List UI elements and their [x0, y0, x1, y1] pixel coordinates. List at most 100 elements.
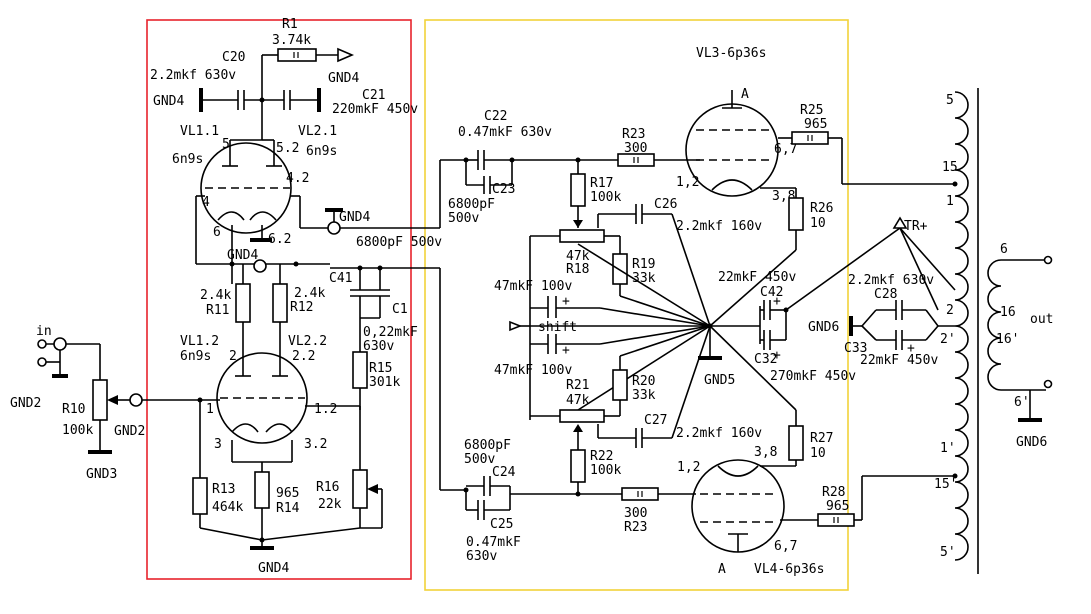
c25-name: C25 [490, 517, 513, 532]
pin-2-2: 2.2 [292, 349, 315, 364]
gnd4-mid-left: GND4 [227, 248, 258, 263]
tube-vl1-vl2-lower [216, 352, 308, 444]
vl2-2-label: VL2.2 [288, 334, 327, 349]
c33-value: 22mkF 450v [860, 353, 938, 368]
r13-name: R13 [212, 482, 235, 497]
r13-value: 464k [212, 500, 243, 515]
r25-name: R25 [800, 103, 823, 118]
vl3-anode: A [741, 87, 749, 102]
r25-value: 965 [804, 117, 827, 132]
gnd6-left: GND6 [808, 320, 839, 335]
pin-1-2: 1.2 [314, 402, 337, 417]
r11-name: R11 [206, 303, 229, 318]
c27-value: 2.2mkf 160v [676, 426, 762, 441]
vl4-anode: A [718, 562, 726, 577]
r21-value: 47k [566, 393, 590, 408]
vl1-1-label: VL1.1 [180, 124, 219, 139]
pin-5: 5 [222, 137, 230, 152]
c21-name: C21 [362, 88, 385, 103]
c23-value-a: 6800pF [448, 197, 495, 212]
c-upper-plus: + [562, 294, 570, 309]
c26-name: C26 [654, 197, 677, 212]
r28-name: R28 [822, 485, 845, 500]
r14-value: 965 [276, 486, 299, 501]
c32-plus: + [773, 348, 781, 363]
r15-name: R15 [369, 361, 392, 376]
tr-sec-16p: 16' [996, 332, 1019, 347]
r22-name: R22 [590, 449, 613, 464]
r1-value: 3.74k [272, 33, 311, 48]
resistor-r1 [262, 47, 355, 63]
c26-value: 2.2mkf 160v [676, 219, 762, 234]
r1-name: R1 [282, 17, 298, 32]
r27-name: R27 [810, 431, 833, 446]
tube-6n9s-b: 6n9s [306, 144, 337, 159]
gnd2-left: GND2 [10, 396, 41, 411]
vl4-pin-12: 1,2 [677, 460, 700, 475]
tr-tap-15: 15 [942, 160, 958, 175]
supply-arrow-icon [337, 47, 355, 63]
c-lower-value: 47mkF 100v [494, 363, 572, 378]
pin-6-2: 6.2 [268, 232, 291, 247]
vl3-pin-12: 1,2 [676, 175, 699, 190]
gnd4-top-right: GND4 [328, 71, 359, 86]
r12-name: R12 [290, 300, 313, 315]
r19-value: 33k [632, 271, 656, 286]
gnd2-right: GND2 [114, 424, 145, 439]
r18-name: R18 [566, 262, 589, 277]
r21-name: R21 [566, 378, 589, 393]
c1-value-a: 0,22mkF [363, 325, 418, 340]
r17-value: 100k [590, 190, 621, 205]
tube-vl1-vl2-upper [200, 139, 292, 234]
r16-name: R16 [316, 480, 339, 495]
vl4-label: VL4-6p36s [754, 562, 824, 577]
c42-name: C42 [760, 285, 783, 300]
c-upper-value: 47mkF 100v [494, 279, 572, 294]
r10-name: R10 [62, 402, 85, 417]
r16-value: 22k [318, 497, 342, 512]
pin-2: 2 [229, 349, 237, 364]
r10-value: 100k [62, 423, 93, 438]
tr-tap-1p: 1' [940, 441, 956, 456]
c20-name: C20 [222, 50, 245, 65]
pin-3: 3 [214, 437, 222, 452]
tr-sec-6p: 6' [1014, 395, 1030, 410]
gnd3: GND3 [86, 467, 117, 482]
vl3-label: VL3-6p36s [696, 46, 766, 61]
pin-4: 4 [202, 195, 210, 210]
tr-tap-2p: 2' [940, 332, 956, 347]
c28-name: C28 [874, 287, 897, 302]
tube-vl4 [691, 459, 785, 553]
c23-value-b: 500v [448, 211, 479, 226]
r20-name: R20 [632, 374, 655, 389]
r26-value: 10 [810, 216, 826, 231]
pin-3-2: 3.2 [304, 437, 327, 452]
c20-value: 2.2mkf 630v [150, 68, 236, 83]
tr-tap-15p: 15' [934, 477, 957, 492]
r18-value: 47k [566, 249, 590, 264]
c24-value-b: 500v [464, 452, 495, 467]
r26-name: R26 [810, 201, 833, 216]
c32-value: 270mkF 450v [770, 369, 856, 384]
tube-6n9s-a: 6n9s [172, 152, 203, 167]
pin-4-2: 4.2 [286, 171, 309, 186]
tr-tap-5p: 5' [940, 545, 956, 560]
gnd6-right: GND6 [1016, 435, 1047, 450]
r27-value: 10 [810, 446, 826, 461]
tr-tap-2: 2 [946, 303, 954, 318]
c32-name: C32 [754, 352, 777, 367]
r14-name: R14 [276, 501, 300, 516]
vl1-2-label: VL1.2 [180, 334, 219, 349]
tr-out-label: out [1030, 312, 1053, 327]
r17-name: R17 [590, 176, 613, 191]
tr-plus: TR+ [904, 219, 928, 234]
r23-bottom-value: 300 [624, 506, 647, 521]
c25-value-a: 0.47mkF [466, 535, 521, 550]
c21-value: 220mkF 450v [332, 102, 418, 117]
pin-1: 1 [206, 402, 214, 417]
c23-name: C23 [492, 182, 515, 197]
r12-value: 2.4k [294, 286, 325, 301]
input-label: in [36, 324, 52, 339]
gnd4-mid-right: GND4 [339, 210, 370, 225]
